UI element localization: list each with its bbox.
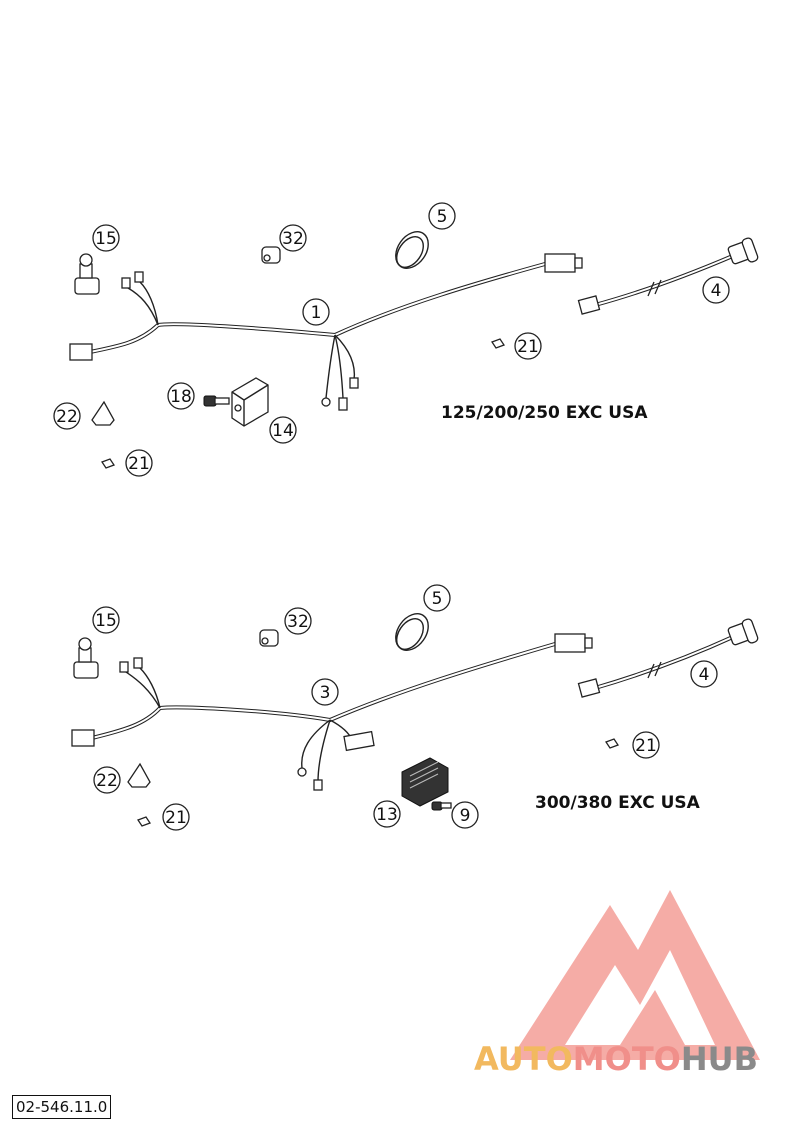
callout-5: 5	[428, 202, 456, 230]
watermark-text: AUTOMOTOHUB	[474, 1040, 758, 1078]
document-number: 02-546.11.0	[12, 1095, 112, 1119]
callout-number: 32	[287, 612, 309, 632]
small-clip-part	[605, 738, 619, 749]
small-clip-part	[101, 458, 115, 469]
callout-number: 32	[282, 229, 304, 249]
callout-number: 22	[96, 771, 118, 791]
callout-22: 22	[53, 402, 81, 430]
callout-13: 13	[373, 800, 401, 828]
callout-number: 21	[635, 736, 657, 756]
kill-switch-part	[73, 637, 99, 679]
callout-number: 15	[95, 229, 117, 249]
callout-number: 15	[95, 611, 117, 631]
variant-upper	[69, 231, 759, 469]
callout-3: 3	[311, 678, 339, 706]
kill-switch-part	[74, 253, 100, 295]
callout-9: 9	[451, 801, 479, 829]
bracket-part	[91, 400, 115, 426]
callout-15: 15	[92, 224, 120, 252]
regulator-part	[401, 757, 449, 807]
callout-number: 4	[711, 281, 722, 301]
callout-32: 32	[284, 607, 312, 635]
cable-tie-part	[395, 613, 429, 651]
callout-number: 13	[376, 805, 398, 825]
callout-21: 21	[514, 332, 542, 360]
callout-number: 21	[165, 808, 187, 828]
callout-18: 18	[167, 382, 195, 410]
cable-tie-part	[395, 231, 429, 269]
callout-number: 18	[170, 387, 192, 407]
clip-part	[261, 246, 281, 264]
callout-14: 14	[269, 416, 297, 444]
callout-number: 5	[432, 589, 443, 609]
callout-number: 3	[320, 683, 331, 703]
callout-5: 5	[423, 584, 451, 612]
wiring-harness-3	[71, 633, 593, 791]
callout-21: 21	[632, 731, 660, 759]
small-clip-part	[491, 338, 505, 349]
ignition-box-part	[231, 377, 269, 427]
callout-1: 1	[302, 298, 330, 326]
screw-part	[203, 395, 230, 407]
callout-number: 21	[517, 337, 539, 357]
clip-part	[259, 629, 279, 647]
watermark-text-hub: HUB	[680, 1040, 759, 1078]
watermark-text-auto: AUTO	[474, 1040, 573, 1078]
callout-4: 4	[702, 276, 730, 304]
callout-number: 5	[437, 207, 448, 227]
variant-label-lower: 300/380 EXC USA	[535, 793, 700, 813]
callout-number: 22	[56, 407, 78, 427]
bracket-part	[127, 762, 151, 788]
wiring-harness-1	[69, 253, 583, 411]
callout-number: 1	[311, 303, 322, 323]
callout-32: 32	[279, 224, 307, 252]
callout-22: 22	[93, 766, 121, 794]
variant-label-upper: 125/200/250 EXC USA	[441, 403, 648, 423]
callout-number: 9	[460, 806, 471, 826]
callout-21: 21	[125, 449, 153, 477]
callout-number: 21	[128, 454, 150, 474]
callout-number: 14	[272, 421, 294, 441]
callout-21: 21	[162, 803, 190, 831]
callout-4: 4	[690, 660, 718, 688]
callout-number: 4	[699, 665, 710, 685]
screw-part	[431, 801, 452, 811]
cable-4-part	[577, 237, 759, 315]
watermark-text-moto: MOTO	[572, 1040, 681, 1078]
callout-15: 15	[92, 606, 120, 634]
cable-4-part	[577, 618, 759, 698]
small-clip-part	[137, 816, 151, 827]
watermark-logo	[510, 890, 760, 1060]
variant-lower	[71, 613, 759, 827]
